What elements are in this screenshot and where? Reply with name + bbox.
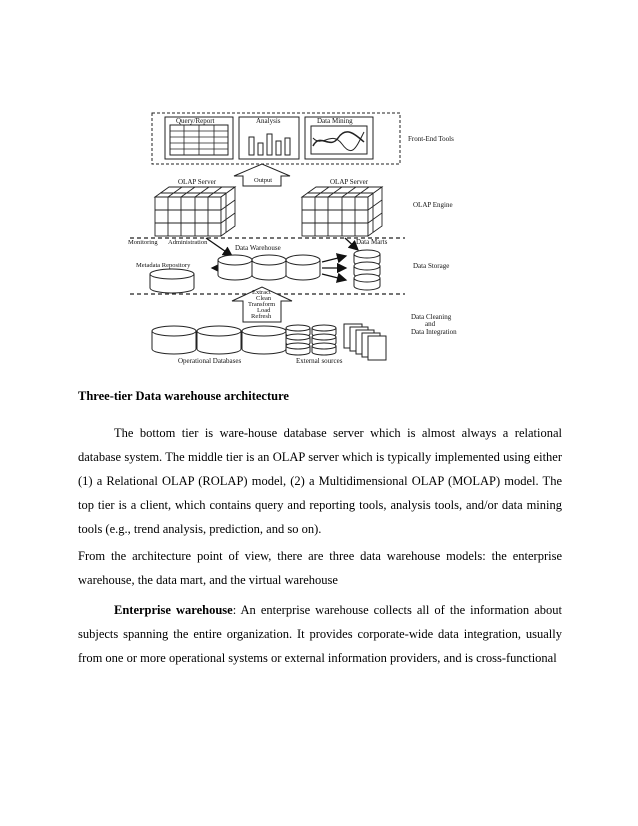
olap-server-right-label: OLAP Server	[330, 178, 369, 186]
etl-transform-label: Transform	[248, 301, 275, 308]
olap-cube-left	[153, 186, 237, 237]
paragraph-tiers-text: The bottom tier is ware-house database s…	[78, 426, 562, 536]
etl-load-label: Load	[257, 307, 271, 314]
front-end-tools-label: Front-End Tools	[408, 135, 454, 143]
olap-cube-right	[300, 186, 384, 237]
external-source-cylinders	[285, 324, 337, 356]
etl-extract-label: Extract	[252, 289, 271, 296]
operational-databases-label: Operational Databases	[178, 357, 241, 365]
monitoring-label: Monitoring	[128, 239, 158, 246]
data-mining-label: Data Mining	[317, 117, 353, 125]
operational-database-cylinders	[151, 325, 287, 355]
paragraph-tiers: The bottom tier is ware-house database s…	[78, 422, 562, 542]
analysis-label: Analysis	[256, 117, 281, 125]
paragraph-enterprise-text: : An enterprise warehouse collects all o…	[78, 603, 562, 665]
analysis-panel	[238, 116, 300, 160]
enterprise-warehouse-term: Enterprise warehouse	[114, 603, 233, 617]
data-warehouse-label: Data Warehouse	[235, 244, 281, 252]
front-end-tools-boundary	[151, 112, 401, 165]
query-report-label: Query/Report	[176, 117, 215, 125]
olap-server-left-label: OLAP Server	[178, 178, 217, 186]
data-cleaning-label-3: Data Integration	[411, 328, 457, 336]
data-cleaning-label-1: Data Cleaning	[411, 313, 452, 321]
data-warehouse-cylinders	[217, 254, 321, 281]
metadata-repository-label: Metadata Repository	[136, 262, 191, 269]
etl-clean-label: Clean	[256, 295, 272, 302]
query-report-panel	[164, 116, 234, 160]
data-marts-label: Data Marts	[356, 238, 388, 246]
paragraph-models: From the architecture point of view, the…	[78, 549, 562, 587]
etl-arrow	[231, 286, 293, 323]
external-sources-label: External sources	[296, 357, 343, 365]
external-document-stack	[343, 323, 387, 361]
data-mining-panel	[304, 116, 374, 160]
paragraph-enterprise: Enterprise warehouse: An enterprise ware…	[78, 599, 562, 671]
output-arrow	[233, 163, 291, 187]
etl-refresh-label: Refresh	[251, 313, 272, 320]
output-label: Output	[254, 177, 272, 184]
olap-engine-label: OLAP Engine	[413, 201, 453, 209]
data-mart-cylinders	[353, 249, 381, 291]
data-cleaning-label-2: and	[425, 320, 436, 328]
figure-caption: Three-tier Data warehouse architecture	[78, 389, 289, 403]
data-storage-label: Data Storage	[413, 262, 449, 270]
three-tier-architecture-diagram: Query/Report Analysis Data Mining Front-…	[128, 112, 457, 365]
metadata-repository-cylinder	[149, 268, 195, 294]
administration-label: Administration	[168, 239, 208, 246]
